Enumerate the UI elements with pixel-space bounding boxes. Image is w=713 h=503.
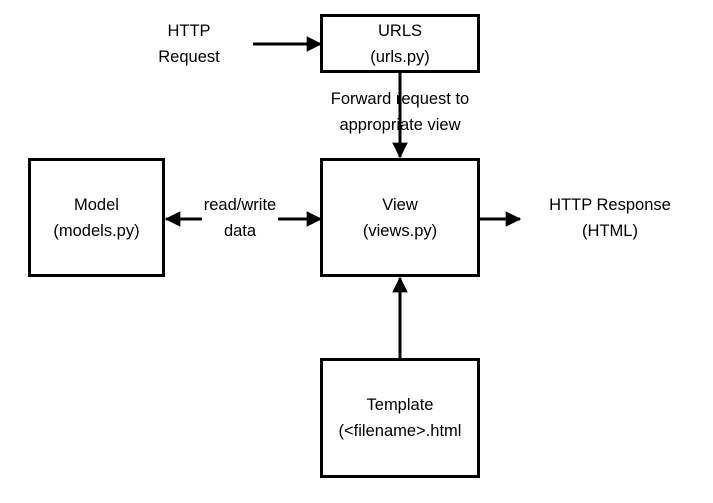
template-box[interactable]: Template (<filename>.html [320,358,480,478]
http-response-label-line-1: HTTP Response [549,196,671,214]
http-request-label: HTTP Request [149,18,229,70]
read-write-data-label: read/write data [196,192,284,244]
urls-box-title: URLS [377,21,422,40]
template-box-subtitle: (<filename>.html [338,422,462,440]
model-box-subtitle: (models.py) [53,221,140,240]
template-box-title: Template [366,396,434,414]
view-box[interactable]: View (views.py) [320,158,480,277]
model-box-title: Model [74,195,119,214]
http-request-label-line-1: HTTP [167,22,211,40]
read-write-data-label-line-1: read/write [203,196,277,214]
read-write-data-label-line-2: data [223,222,257,240]
urls-box-subtitle: (urls.py) [370,47,430,66]
forward-request-label-line-2: appropriate view [339,116,461,134]
view-box-title: View [382,195,418,214]
forward-request-label-line-1: Forward request to [330,90,470,108]
http-response-label: HTTP Response (HTML) [530,192,690,244]
model-box[interactable]: Model (models.py) [28,158,165,277]
forward-request-label: Forward request to appropriate view [313,86,487,138]
http-response-label-line-2: (HTML) [582,222,638,240]
urls-box[interactable]: URLS (urls.py) [320,14,480,73]
http-request-label-line-2: Request [158,48,220,66]
view-box-subtitle: (views.py) [362,221,438,240]
